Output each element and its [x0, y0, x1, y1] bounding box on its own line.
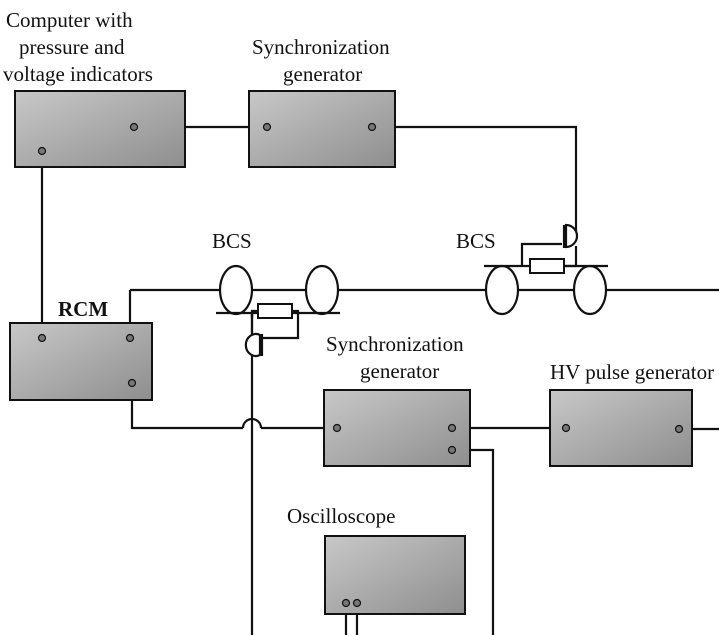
sync-top-port-left	[262, 122, 272, 132]
rcm-box[interactable]	[9, 322, 153, 401]
bcs-left-lead	[262, 309, 300, 340]
bcs-left-label: BCS	[212, 229, 252, 253]
hv-port-left	[561, 423, 571, 433]
computer-label-line1: Computer with	[6, 8, 133, 32]
rcm-label: RCM	[58, 297, 108, 321]
computer-port-bottom	[37, 146, 47, 156]
bcs-right-lead-left	[520, 242, 562, 266]
oscilloscope-label: Oscilloscope	[287, 504, 395, 528]
hv-pulse-label: HV pulse generator	[550, 360, 714, 384]
bcs-right-label: BCS	[456, 229, 496, 253]
sync-mid-port-right-bottom	[447, 445, 457, 455]
computer-label-line2: pressure and	[19, 35, 125, 59]
bcs-right-contact	[564, 223, 579, 249]
computer-port-right	[129, 122, 139, 132]
sync-mid-port-right-top	[447, 423, 457, 433]
wire-sync-top-to-bcs-right	[372, 125, 578, 236]
bcs-left-coil-2	[304, 264, 340, 316]
rcm-port-bottom	[127, 378, 137, 388]
hv-port-right	[674, 424, 684, 434]
rcm-port-right	[125, 333, 135, 343]
sync-generator-top-box[interactable]	[248, 90, 396, 168]
sync-mid-box-body	[323, 389, 471, 467]
bcs-right-coil-1	[484, 264, 520, 316]
bcs-right-sensor	[484, 223, 608, 316]
sync-top-label-line1: Synchronization	[252, 35, 390, 59]
bcs-left-sensor	[216, 264, 340, 358]
oscilloscope-box[interactable]	[324, 535, 466, 615]
computer-label-line3: voltage indicators	[3, 62, 153, 86]
computer-box-body	[14, 90, 186, 168]
sync-top-port-right	[367, 122, 377, 132]
hv-pulse-generator-box[interactable]	[549, 389, 693, 467]
rcm-port-left	[37, 333, 47, 343]
sync-generator-mid-box[interactable]	[323, 389, 471, 467]
bcs-left-coil-1	[218, 264, 254, 316]
oscilloscope-port-2	[352, 598, 362, 608]
bcs-right-coil-2	[572, 264, 608, 316]
bcs-left-resistor	[257, 303, 293, 319]
bcs-right-lead-right	[564, 246, 578, 268]
bcs-right-resistor	[529, 258, 565, 274]
sync-mid-label-line1: Synchronization	[326, 332, 464, 356]
bcs-left-contact	[244, 332, 262, 358]
hv-box-body	[549, 389, 693, 467]
sync-mid-label-line2: generator	[360, 359, 439, 383]
computer-box[interactable]	[14, 90, 186, 168]
sync-top-label-line2: generator	[283, 62, 362, 86]
bcs-left-stub-2	[250, 309, 258, 318]
oscilloscope-port-1	[341, 598, 351, 608]
sync-mid-port-left	[332, 423, 342, 433]
